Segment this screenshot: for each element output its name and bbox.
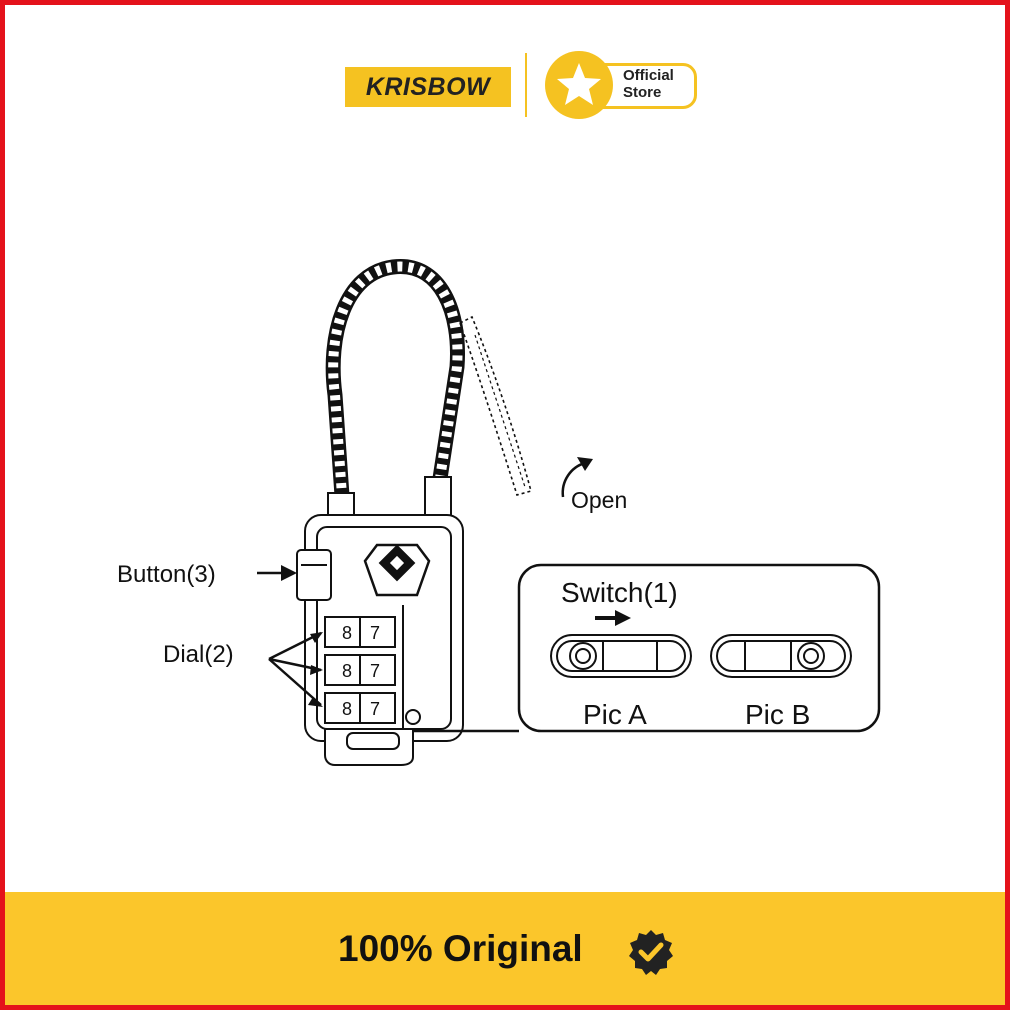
official-store-line2: Store (623, 84, 662, 101)
switch-slot-pic-a (550, 634, 692, 678)
dial-wheels: 8 7 8 7 8 7 (324, 616, 396, 724)
dial-callout-label: Dial(2) (163, 641, 234, 668)
dial-2-digit-a: 8 (342, 661, 352, 681)
store-header: KRISBOW Official Store (5, 45, 1005, 125)
dial-3-digit-b: 7 (370, 699, 380, 719)
official-store-line1: Official (623, 67, 674, 84)
star-icon (557, 63, 601, 105)
lock-instruction-diagram: 8 7 8 7 8 7 (257, 259, 881, 766)
switch-callout-label: Switch(1) (561, 577, 678, 608)
open-callout-label: Open (571, 487, 628, 513)
dial-1-digit-b: 7 (370, 623, 380, 643)
cable-shackle (325, 259, 532, 524)
dial-3-digit-a: 8 (342, 699, 352, 719)
logo-divider (525, 53, 527, 117)
callout-arrows (257, 457, 593, 707)
verified-check-icon (629, 930, 673, 975)
pic-a-label: Pic A (583, 699, 647, 730)
krisbow-logo: KRISBOW (345, 67, 511, 107)
brand-name: KRISBOW (365, 73, 491, 101)
switch-slot-pic-b (710, 634, 852, 678)
official-store-text: Official Store (623, 67, 699, 101)
side-button (296, 549, 332, 601)
switch-inset-panel (413, 563, 881, 733)
star-badge-circle (545, 51, 613, 119)
dial-1-digit-a: 8 (342, 623, 352, 643)
pic-b-label: Pic B (745, 699, 811, 730)
original-banner: 100% Original (5, 892, 1005, 1005)
official-store-badge: Official Store (545, 51, 701, 119)
original-banner-text: 100% Original (338, 928, 583, 969)
dial-2-digit-b: 7 (370, 661, 380, 681)
button-callout-label: Button(3) (117, 561, 216, 588)
